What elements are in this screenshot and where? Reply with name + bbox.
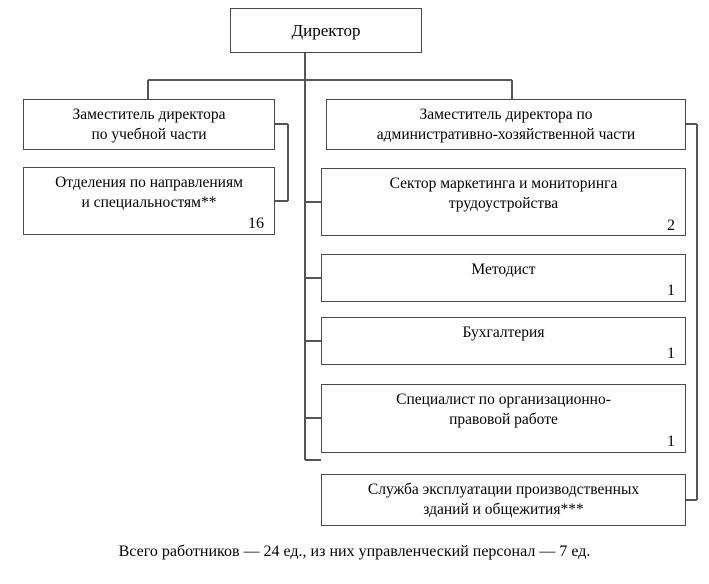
- node-deputy-director-academic-label: Заместитель директора по учебной части: [72, 105, 226, 143]
- node-methodist[interactable]: Методист 1: [321, 254, 686, 302]
- node-deputy-director-admin[interactable]: Заместитель директора по административно…: [326, 99, 686, 150]
- node-facilities-service[interactable]: Служба эксплуатации производственных зда…: [321, 474, 686, 526]
- node-legal-specialist-label: Специалист по организационно- правовой р…: [396, 391, 611, 428]
- node-deputy-director-admin-label: Заместитель директора по административно…: [376, 105, 636, 143]
- node-marketing-sector[interactable]: Сектор маркетинга и мониторинга трудоуст…: [321, 168, 686, 236]
- node-director[interactable]: Директор: [230, 8, 422, 53]
- node-accounting-label: Бухгалтерия: [462, 324, 545, 341]
- node-departments-count: 16: [248, 215, 264, 233]
- node-departments-label: Отделения по направлениям и специальност…: [55, 174, 243, 211]
- node-accounting-count: 1: [667, 344, 675, 362]
- node-methodist-count: 1: [667, 281, 675, 299]
- node-accounting[interactable]: Бухгалтерия 1: [321, 317, 686, 365]
- node-legal-specialist-count: 1: [667, 433, 675, 451]
- node-director-label: Директор: [291, 20, 361, 40]
- node-facilities-service-label: Служба эксплуатации производственных зда…: [367, 481, 640, 518]
- node-deputy-director-academic[interactable]: Заместитель директора по учебной части: [23, 99, 275, 150]
- node-legal-specialist[interactable]: Специалист по организационно- правовой р…: [321, 384, 686, 453]
- node-methodist-label: Методист: [471, 261, 536, 278]
- node-marketing-sector-label: Сектор маркетинга и мониторинга трудоуст…: [389, 175, 618, 212]
- node-marketing-sector-count: 2: [667, 217, 675, 235]
- chart-caption: Всего работников — 24 ед., из них управл…: [118, 543, 591, 560]
- node-departments[interactable]: Отделения по направлениям и специальност…: [23, 167, 275, 235]
